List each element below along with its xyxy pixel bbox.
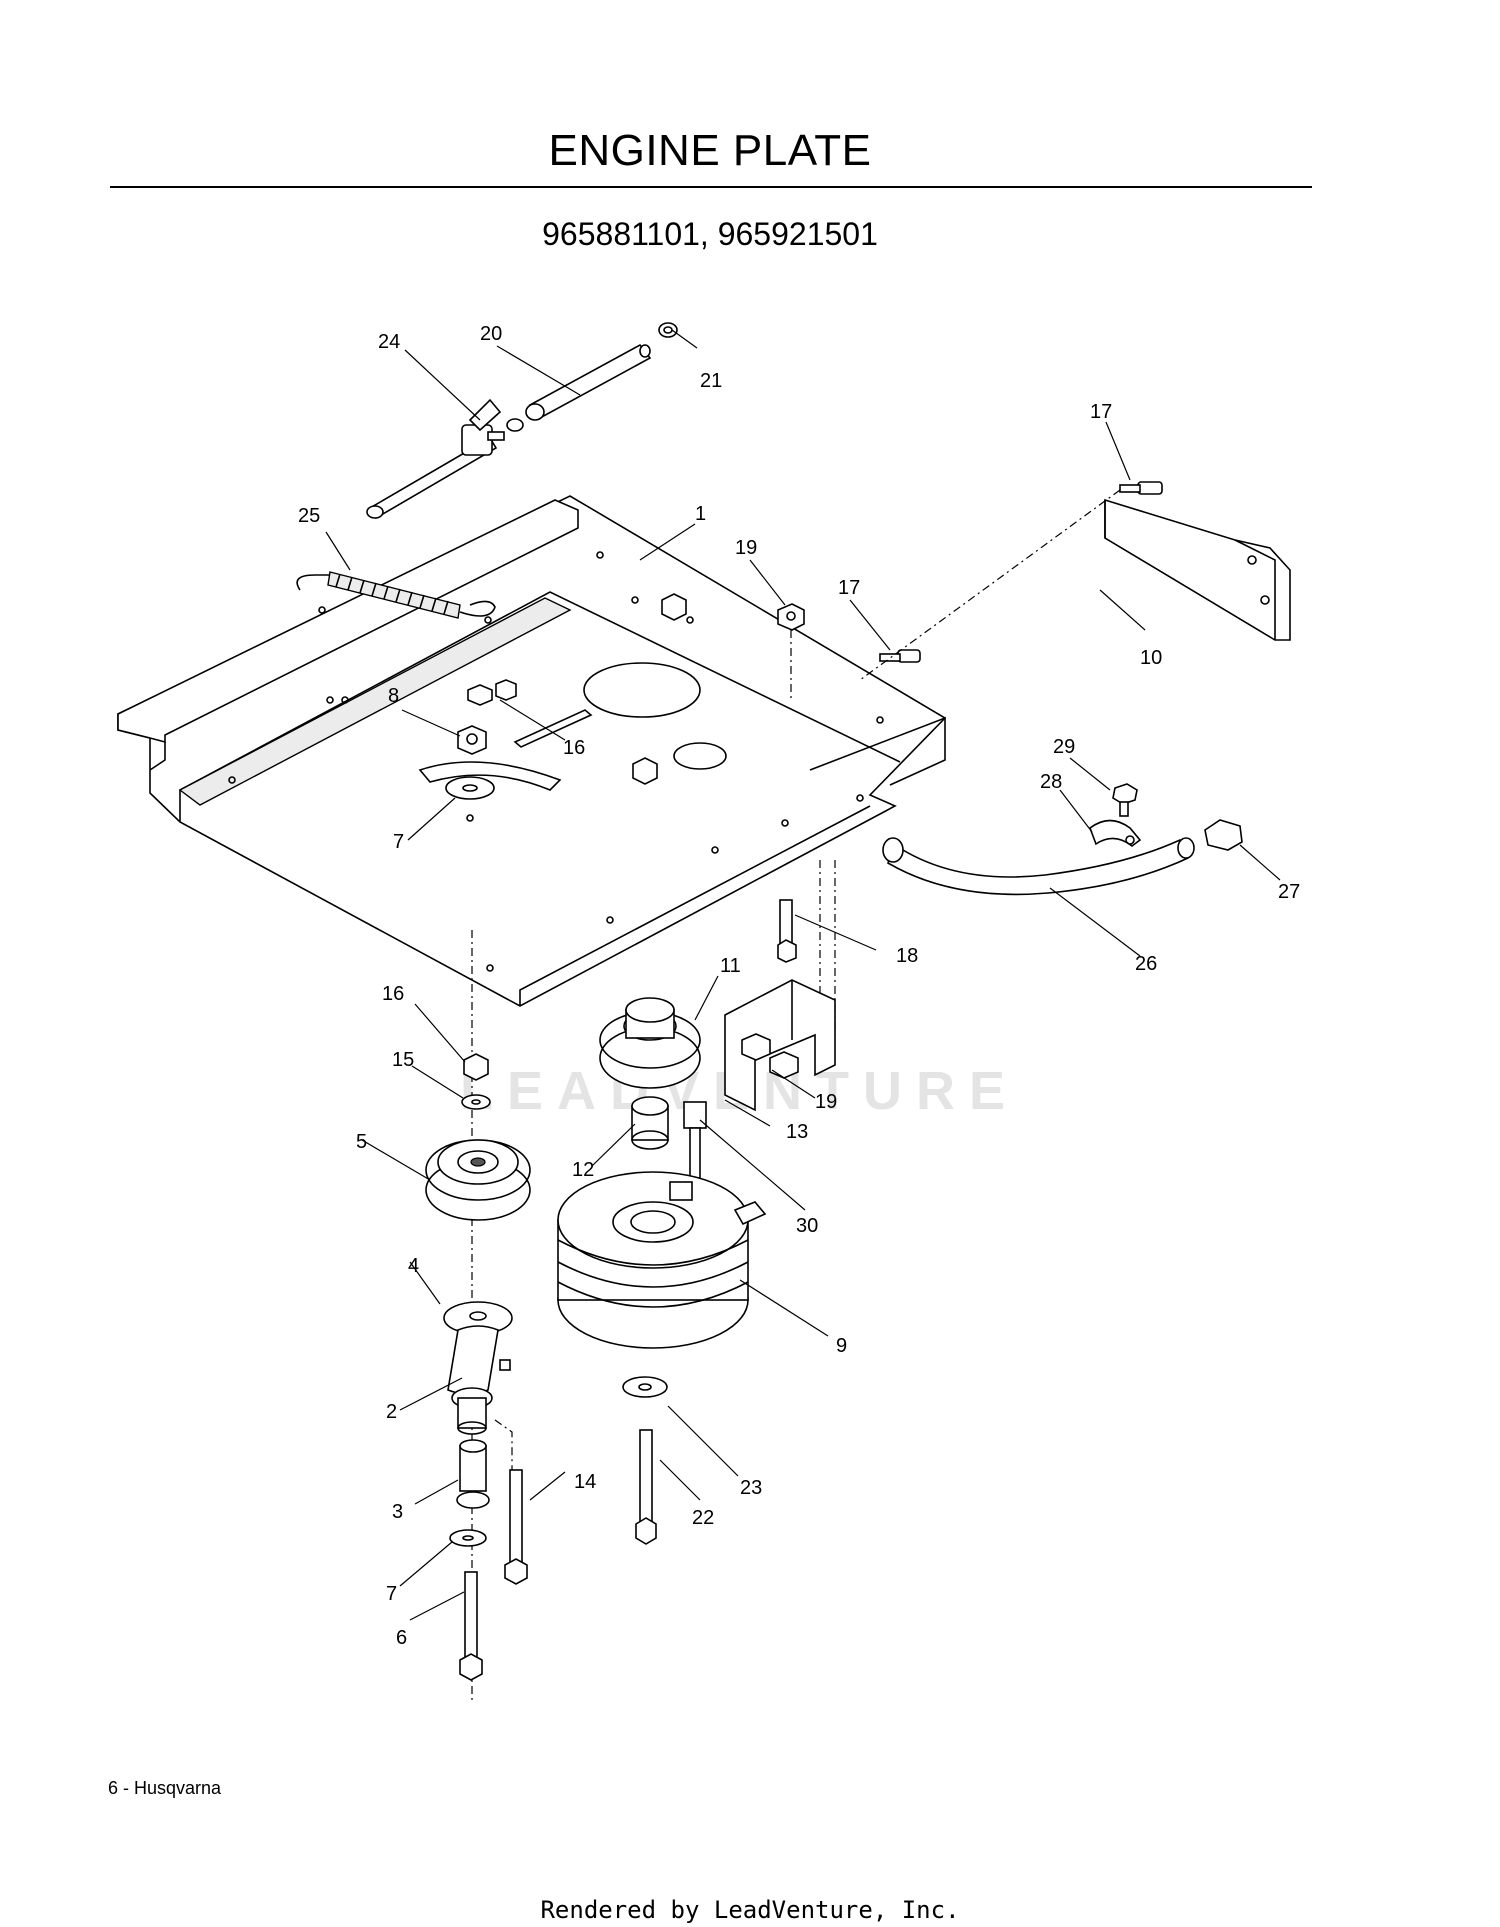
studs — [632, 593, 687, 785]
callout-19-lower: 19 — [815, 1091, 837, 1113]
callout-30: 30 — [796, 1215, 818, 1237]
screw-29 — [1112, 783, 1138, 817]
callout-22: 22 — [692, 1507, 714, 1529]
bolt-6 — [459, 1571, 483, 1681]
callout-25: 25 — [298, 505, 320, 527]
callout-2: 2 — [386, 1401, 397, 1423]
bolt-14 — [504, 1469, 528, 1585]
washer-23 — [622, 1376, 668, 1398]
callout-6: 6 — [396, 1627, 407, 1649]
idler-arm-2 — [447, 1325, 511, 1435]
render-credit: Rendered by LeadVenture, Inc. — [540, 1896, 960, 1924]
page-title: ENGINE PLATE — [548, 126, 872, 175]
idler-pulley-11 — [599, 997, 701, 1089]
washer-7-top — [445, 776, 495, 800]
nuts-19-lower — [741, 1033, 799, 1079]
title-divider — [110, 186, 1312, 188]
callout-3: 3 — [392, 1501, 403, 1523]
callout-13: 13 — [786, 1121, 808, 1143]
callout-19-upper: 19 — [735, 537, 757, 559]
callout-27: 27 — [1278, 881, 1300, 903]
callout-17-lower: 17 — [838, 577, 860, 599]
callout-14: 14 — [574, 1471, 596, 1493]
callout-1: 1 — [695, 503, 706, 525]
bushing-12 — [631, 1096, 669, 1150]
page-footer: 6 - Husqvarna — [108, 1778, 222, 1798]
bolt-22 — [635, 1429, 657, 1545]
nut-27 — [1204, 819, 1243, 851]
spring-25 — [296, 571, 496, 619]
callout-24: 24 — [378, 331, 400, 353]
callout-9: 9 — [836, 1335, 847, 1357]
callout-8: 8 — [388, 685, 399, 707]
callout-7-lower: 7 — [386, 1583, 397, 1605]
bracket-13 — [724, 979, 836, 1112]
callout-26: 26 — [1135, 953, 1157, 975]
washer-7-lower — [449, 1529, 487, 1547]
callout-23: 23 — [740, 1477, 762, 1499]
cap-21 — [658, 322, 678, 338]
washer-15 — [461, 1094, 491, 1110]
callout-20: 20 — [480, 323, 502, 345]
callout-29: 29 — [1053, 736, 1075, 758]
model-numbers: 965881101, 965921501 — [542, 216, 878, 252]
clutch-9 — [557, 1171, 767, 1349]
nut-16-top — [467, 679, 517, 706]
callout-labels: 24 20 21 17 10 25 1 19 17 8 16 7 29 28 2… — [298, 323, 1300, 1649]
engine-plate — [117, 495, 947, 1007]
callout-16-upper: 16 — [563, 737, 585, 759]
connector-30 — [683, 1101, 707, 1179]
callout-4: 4 — [408, 1255, 419, 1277]
callout-11: 11 — [720, 955, 741, 977]
callout-12: 12 — [572, 1159, 594, 1181]
callout-21: 21 — [700, 370, 722, 392]
nut-8 — [457, 725, 487, 755]
callout-28: 28 — [1040, 771, 1062, 793]
callout-7-upper: 7 — [393, 831, 404, 853]
spacer-3 — [456, 1439, 490, 1509]
leader-lines — [325, 329, 1281, 1621]
fuel-valve-24 — [366, 398, 505, 520]
callout-5: 5 — [356, 1131, 367, 1153]
callout-16-lower: 16 — [382, 983, 404, 1005]
callout-10: 10 — [1140, 647, 1162, 669]
bolt-17-upper — [1119, 481, 1163, 495]
clamp-28 — [1089, 819, 1142, 848]
nut-19-top — [777, 603, 805, 631]
callout-15: 15 — [392, 1049, 414, 1071]
bracket-10 — [1104, 498, 1291, 641]
idler-pulley-5 — [425, 1139, 531, 1221]
fuel-hose-20 — [506, 343, 652, 432]
hose-26 — [882, 837, 1195, 896]
bolt-18 — [777, 899, 797, 963]
nut-16-lower — [463, 1053, 489, 1081]
bolt-17-lower — [879, 649, 921, 663]
callout-17-upper: 17 — [1090, 401, 1112, 423]
callout-18: 18 — [896, 945, 918, 967]
